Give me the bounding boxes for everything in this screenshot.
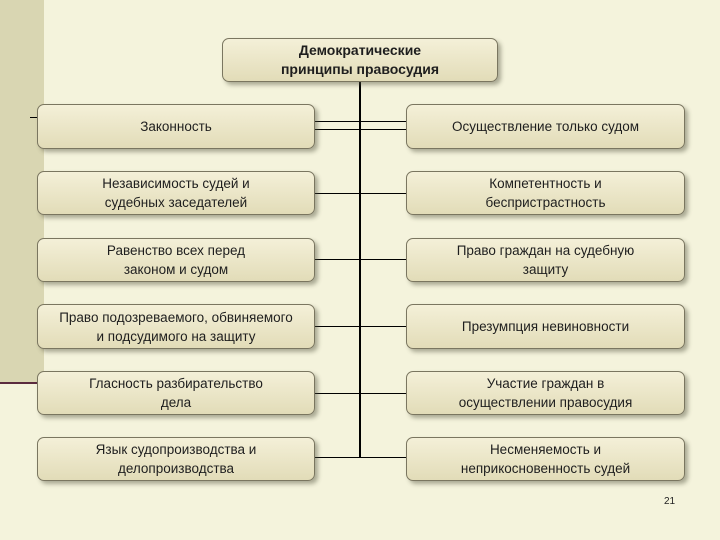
principle-language: Язык судопроизводства и делопроизводства xyxy=(37,437,315,481)
decorative-side-bar xyxy=(0,0,44,382)
right-connector-3 xyxy=(360,259,406,260)
page-number: 21 xyxy=(664,496,676,507)
principle-presumption-of-innocence: Презумпция невиновности xyxy=(406,304,685,349)
left-connector-6 xyxy=(315,457,360,458)
left-connector-1b xyxy=(315,129,360,130)
principle-judicial-protection: Право граждан на судебную защиту xyxy=(406,238,685,282)
left-connector-3 xyxy=(315,259,360,260)
principle-equality: Равенство всех перед законом и судом xyxy=(37,238,315,282)
right-connector-1 xyxy=(360,121,406,122)
principle-judicial-independence: Независимость судей и судебных заседател… xyxy=(37,171,315,215)
right-connector-4 xyxy=(360,326,406,327)
decorative-side-line xyxy=(0,382,44,384)
diagram-title: Демократические принципы правосудия xyxy=(222,38,498,82)
principle-citizen-participation: Участие граждан в осуществлении правосуд… xyxy=(406,371,685,415)
right-connector-1b xyxy=(360,129,406,130)
left-connector-1 xyxy=(315,121,360,122)
principle-court-only: Осуществление только судом xyxy=(406,104,685,149)
left-tick-mark xyxy=(30,117,38,118)
left-connector-2 xyxy=(315,193,360,194)
principle-irremovability: Несменяемость и неприкосновенность судей xyxy=(406,437,685,481)
right-connector-6 xyxy=(360,457,406,458)
left-connector-5 xyxy=(315,393,360,394)
principle-publicity: Гласность разбирательство дела xyxy=(37,371,315,415)
principle-right-to-defense: Право подозреваемого, обвиняемого и подс… xyxy=(37,304,315,349)
trunk-line xyxy=(359,82,361,457)
right-connector-5 xyxy=(360,393,406,394)
principle-legality: Законность xyxy=(37,104,315,149)
right-connector-2 xyxy=(360,193,406,194)
principle-competence: Компетентность и беспристрастность xyxy=(406,171,685,215)
left-connector-4 xyxy=(315,326,360,327)
